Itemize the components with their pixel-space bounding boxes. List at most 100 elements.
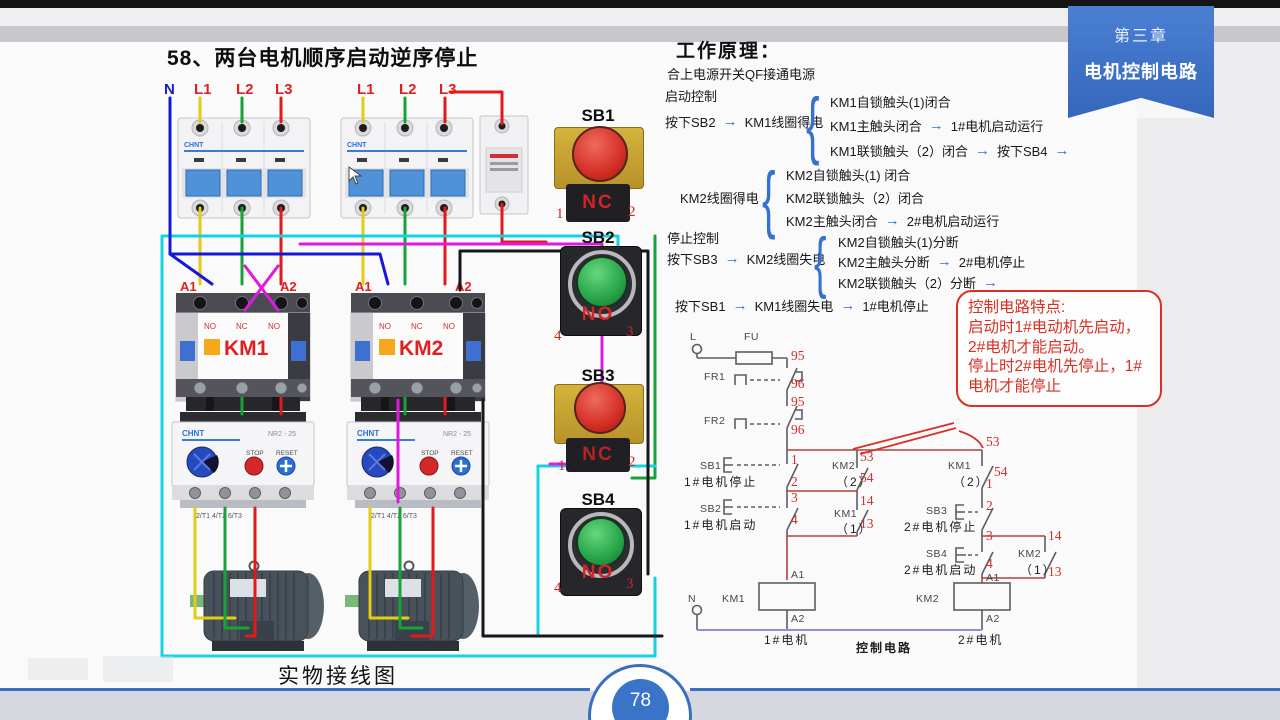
arrow-icon: → [884, 212, 900, 229]
fuse-label: FU [744, 331, 759, 343]
relay-terminal-marks: 2/T1 4/T2 6/T3 [371, 513, 417, 520]
arrow-icon: → [1054, 142, 1070, 159]
step3-row: 按下SB3 → KM2线圈失电 [667, 249, 825, 268]
km1-coil-label: KM1 [722, 593, 745, 605]
node-53-right: 53 [986, 434, 1000, 449]
relay-brand: CHNT [357, 429, 379, 438]
thermal-relay-1: CHNT NR2 - 25 STOP RESET 2/T1 4/T2 6/T3 [171, 412, 315, 520]
node-13-right: 13 [1048, 564, 1062, 579]
step2-branch2: KM2联锁触头（2）闭合 [786, 191, 924, 206]
arrow-icon: → [724, 250, 740, 267]
page-title: 58、两台电机顺序启动逆序停止 [167, 47, 479, 70]
step4-coil: KM1线圈失电 [754, 299, 834, 314]
node-4: 4 [791, 512, 798, 527]
fr2-95: 95 [791, 394, 805, 409]
top-black-bar [0, 0, 1280, 8]
arrow-icon: → [722, 113, 738, 130]
relay-terminal-marks: 2/T1 4/T2 6/T3 [196, 513, 242, 520]
km1-a2: A2 [791, 613, 805, 625]
chapter-ribbon: 第三章 电机控制电路 [1068, 6, 1214, 118]
sb1-terminal-left: 1 [556, 206, 564, 222]
branch-result: 1#电机启动运行 [950, 119, 1044, 134]
brace-icon: { [762, 157, 776, 240]
arrow-icon: → [974, 142, 990, 159]
sb2-terminal-right: 3 [626, 324, 634, 340]
relay-model: NR2 - 25 [443, 431, 471, 438]
fr1-96: 96 [791, 376, 805, 391]
sb4-label: SB4 [581, 490, 615, 509]
circuit-breaker-1: CHNT [177, 117, 311, 219]
step4-press: 按下SB1 [675, 299, 726, 314]
arrow-icon: → [936, 253, 952, 270]
step4-result: 1#电机停止 [862, 299, 929, 314]
sb2-caption: 1#电机启动 [684, 518, 757, 532]
km1-aux-number: （1） [836, 522, 873, 536]
km2-no-mark-2: NO [443, 322, 455, 331]
node-3: 3 [791, 490, 798, 505]
schematic-caption: 控制电路 [856, 640, 912, 655]
sb1-label: SB1 [581, 106, 615, 125]
branch-text: KM1联锁触头（2）闭合 [830, 144, 968, 159]
node-4-right: 4 [986, 556, 993, 571]
sb3-terminal-right: 2 [628, 454, 636, 470]
phase-l3-label: L3 [275, 81, 293, 98]
km2-selfhold-number: （1） [1020, 563, 1057, 577]
fr2-96: 96 [791, 422, 805, 437]
arrow-icon: → [928, 117, 944, 134]
node-1: 1 [791, 452, 798, 467]
km1-a2-label: A2 [280, 279, 297, 294]
step1-coil: KM1线圈得电 [744, 115, 824, 130]
sb4-label: SB4 [926, 548, 947, 560]
footer-line-right [690, 688, 1280, 691]
relay-model: NR2 - 25 [268, 431, 296, 438]
sb1-body [566, 184, 630, 222]
node-54-right: 54 [994, 464, 1008, 479]
km1-a1-label: A1 [180, 279, 197, 294]
sb3-body [566, 438, 630, 472]
node-2-right: 2 [986, 498, 993, 513]
fr1-95: 95 [791, 348, 805, 363]
branch-text: KM1主触头闭合 [830, 119, 922, 134]
sb1-caption: 1#电机停止 [684, 474, 757, 489]
relay-reset-label: RESET [451, 450, 473, 457]
step3-branch3: KM2联锁触头（2）分断 → [838, 273, 998, 292]
breaker-brand: CHNT [184, 142, 204, 149]
branch-result: 2#电机停止 [958, 255, 1026, 270]
start-control-label: 启动控制 [665, 89, 718, 104]
step1-branch2: KM1主触头闭合 → 1#电机启动运行 [830, 116, 1043, 135]
sb2-label: SB2 [700, 503, 721, 515]
node-53: 53 [860, 449, 874, 464]
km1-interlock-label: KM1 [948, 460, 971, 472]
step2-branch3: KM2主触头闭合 → 2#电机启动运行 [786, 211, 999, 230]
km2-a2: A2 [986, 613, 1000, 625]
km2-no-mark: NO [379, 322, 391, 331]
stop-control-label: 停止控制 [667, 231, 720, 246]
motor2-caption: 2#电机 [958, 633, 1003, 647]
wiring-diagram: N L1 L2 L3 L1 L2 L3 CHNT C [160, 81, 664, 658]
sb3-contact-type: NC [582, 444, 614, 465]
chapter-title: 电机控制电路 [1084, 62, 1198, 82]
sb4-green-cap [576, 517, 626, 567]
km1-label: KM1 [224, 337, 269, 360]
contactor-km1: A1 A2 NO NC NO KM1 [175, 279, 311, 411]
sb1-contact-type: NC [582, 192, 614, 213]
breaker-brand: CHNT [347, 142, 367, 149]
km2-a2-label: A2 [455, 279, 472, 294]
fuse-holder [479, 115, 529, 215]
km1-interlock-number: （2） [953, 475, 990, 489]
top-gray-strip [0, 26, 1280, 42]
phase-l2-label-2: L2 [399, 81, 417, 98]
branch-next: 按下SB4 [996, 144, 1048, 159]
note-line2: 停止时2#电机先停止，1#电机才能停止 [968, 358, 1142, 396]
wiring-caption: 实物接线图 [278, 665, 398, 688]
step1-branch1: KM1自锁触头(1)闭合 [830, 92, 951, 111]
sb3-red-cap [574, 382, 626, 434]
chapter-number: 第三章 [1113, 28, 1168, 45]
thermal-relay-2: CHNT NR2 - 25 STOP RESET 2/T1 4/T2 6/T3 [346, 412, 490, 520]
branch-text: KM2联锁触头（2）分断 [838, 276, 976, 291]
branch-text: KM2主触头分断 [838, 255, 930, 270]
step1-branch3: KM1联锁触头（2）闭合 → 按下SB4 → [830, 141, 1070, 160]
branch-result: 2#电机启动运行 [906, 214, 1000, 229]
arrow-icon: → [732, 297, 748, 314]
arrow-icon: → [840, 297, 856, 314]
